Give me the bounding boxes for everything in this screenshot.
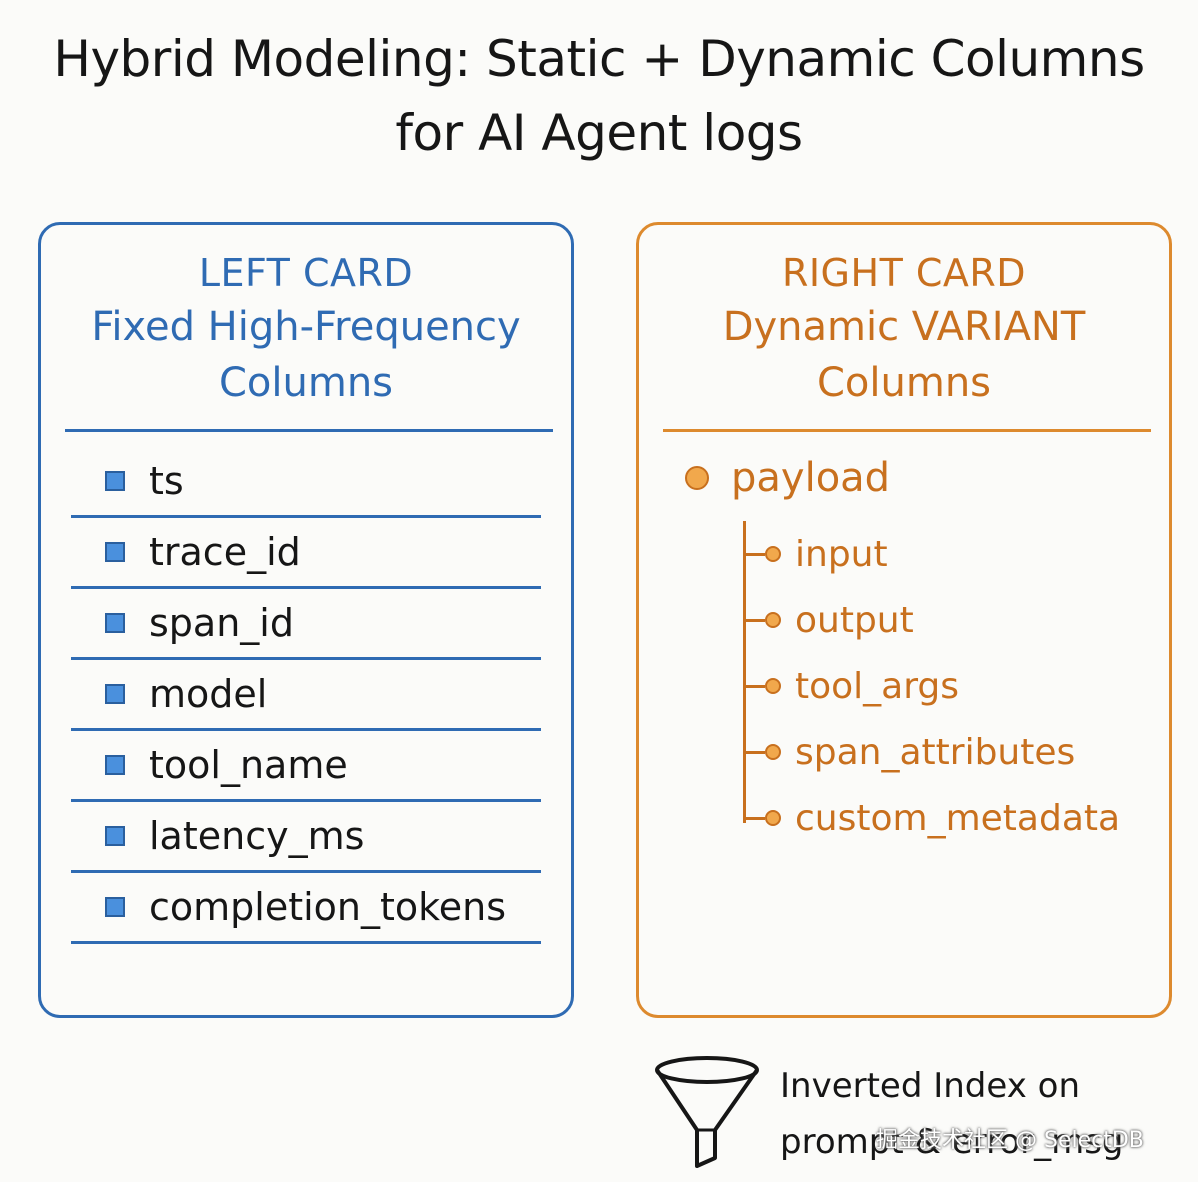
right-card-subtitle-2: Columns <box>816 360 992 406</box>
list-item: model <box>71 660 541 731</box>
column-name: latency_ms <box>149 814 365 858</box>
index-note-line-2: prompt & error_msg <box>780 1122 1124 1162</box>
variant-root-label: payload <box>731 455 891 501</box>
right-card-subtitle-1: Dynamic VARIANT <box>722 304 1086 350</box>
list-item: custom_metadata <box>743 785 1120 851</box>
tree-branch <box>743 552 765 556</box>
static-column-list: ts trace_id span_id model tool_name late… <box>71 447 541 944</box>
title-line-2: for AI Agent logs <box>395 104 803 162</box>
column-name: ts <box>149 459 184 503</box>
square-bullet-icon <box>105 613 125 633</box>
right-card-label: RIGHT CARD <box>781 251 1027 295</box>
list-item: output <box>743 587 1120 653</box>
right-card: RIGHT CARD Dynamic VARIANT Columns paylo… <box>636 222 1172 1018</box>
list-item: latency_ms <box>71 802 541 873</box>
left-card-subtitle-2: Columns <box>218 360 394 406</box>
square-bullet-icon <box>105 755 125 775</box>
watermark: 掘金技术社区 @ SelectDB <box>876 1128 1144 1153</box>
square-bullet-icon <box>105 826 125 846</box>
variant-subfield-list: input output tool_args span_attributes c… <box>743 521 1120 851</box>
list-item: span_id <box>71 589 541 660</box>
diagram-title: Hybrid Modeling: Static + Dynamic Column… <box>0 22 1198 170</box>
square-bullet-icon <box>105 684 125 704</box>
tree-connector <box>743 521 746 823</box>
list-item: trace_id <box>71 518 541 589</box>
funnel-icon <box>655 1056 759 1168</box>
tree-branch <box>743 684 765 688</box>
list-item: ts <box>71 447 541 518</box>
list-item: tool_args <box>743 653 1120 719</box>
tree-branch <box>743 816 765 820</box>
index-note: Inverted Index on prompt & error_msg <box>780 1058 1180 1170</box>
right-card-header: RIGHT CARD Dynamic VARIANT Columns <box>639 247 1169 411</box>
list-item: tool_name <box>71 731 541 802</box>
title-line-1: Hybrid Modeling: Static + Dynamic Column… <box>53 30 1145 88</box>
circle-bullet-icon <box>765 810 781 826</box>
tree-branch <box>743 618 765 622</box>
subfield-name: input <box>795 533 888 575</box>
subfield-name: span_attributes <box>795 731 1076 773</box>
square-bullet-icon <box>105 471 125 491</box>
square-bullet-icon <box>105 897 125 917</box>
right-card-divider <box>663 429 1151 432</box>
subfield-name: output <box>795 599 914 641</box>
list-item: completion_tokens <box>71 873 541 944</box>
list-item: input <box>743 521 1120 587</box>
left-card-label: LEFT CARD <box>198 251 414 295</box>
left-card-subtitle-1: Fixed High-Frequency <box>91 304 521 350</box>
column-name: model <box>149 672 268 716</box>
subfield-name: custom_metadata <box>795 797 1121 839</box>
variant-root: payload <box>685 455 890 501</box>
left-card-divider <box>65 429 553 432</box>
column-name: completion_tokens <box>149 885 507 929</box>
left-card: LEFT CARD Fixed High-Frequency Columns t… <box>38 222 574 1018</box>
square-bullet-icon <box>105 542 125 562</box>
left-card-header: LEFT CARD Fixed High-Frequency Columns <box>41 247 571 411</box>
circle-bullet-icon <box>765 612 781 628</box>
circle-bullet-icon <box>765 744 781 760</box>
index-note-line-1: Inverted Index on <box>780 1066 1080 1106</box>
list-item: span_attributes <box>743 719 1120 785</box>
column-name: tool_name <box>149 743 348 787</box>
circle-bullet-icon <box>765 678 781 694</box>
tree-branch <box>743 750 765 754</box>
circle-bullet-icon <box>685 466 709 490</box>
subfield-name: tool_args <box>795 665 960 707</box>
column-name: trace_id <box>149 530 301 574</box>
circle-bullet-icon <box>765 546 781 562</box>
column-name: span_id <box>149 601 294 645</box>
